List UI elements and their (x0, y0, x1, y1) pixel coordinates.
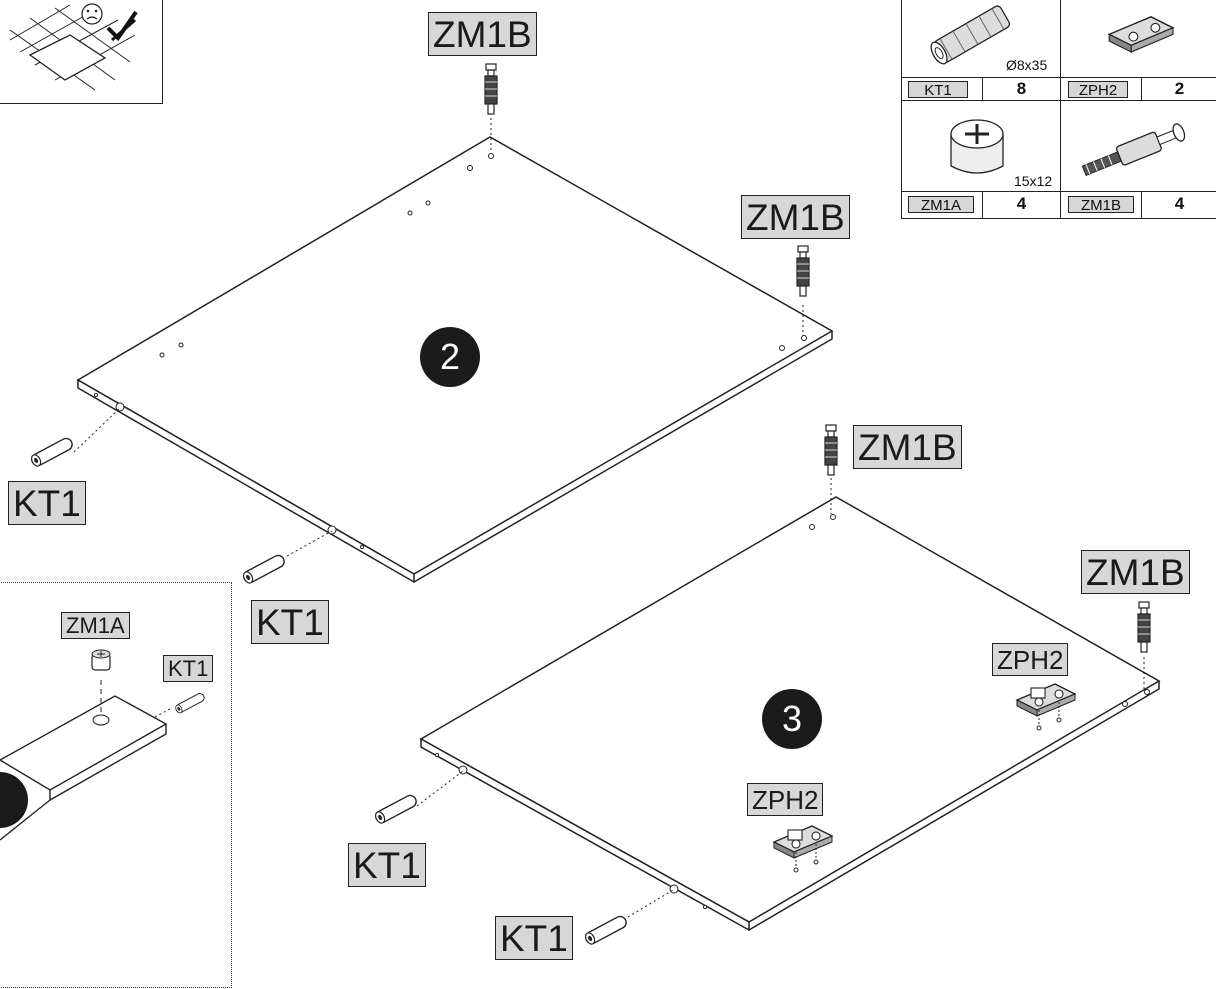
inset-label-kt1: KT1 (163, 655, 214, 682)
dowel-icon (29, 435, 75, 469)
part-code-kt1: KT1 (908, 81, 968, 99)
label-zph2-a: ZPH2 (992, 643, 1069, 676)
part-qty-zph2: 2 (1174, 79, 1185, 98)
label-kt1-a-bottom: KT1 (251, 600, 329, 644)
part-qty-kt1: 8 (1016, 79, 1027, 98)
parts-icons (930, 5, 1186, 177)
warning-box (0, 0, 163, 104)
table-divider (1060, 0, 1061, 218)
part-qty-zm1a: 4 (1016, 194, 1027, 213)
inset-detail-box (0, 582, 232, 988)
hinge-plate-icon (1107, 16, 1175, 53)
dowel-icon (373, 792, 419, 826)
guide-lines (73, 118, 1145, 918)
inset-detail-drawing (0, 649, 207, 841)
part-qty-zm1b: 4 (1174, 194, 1185, 213)
cam-bolt-icon (1081, 123, 1186, 177)
step-number-2: 2 (420, 327, 480, 387)
table-divider (902, 77, 1216, 78)
do-not-scratch-surface-icon (9, 3, 138, 91)
dowel-icon (241, 552, 287, 586)
cam-lock-dimension: 15x12 (1014, 173, 1053, 189)
label-zm1b-right-b: ZM1B (1081, 550, 1190, 594)
table-divider (982, 77, 983, 100)
label-zm1b-right-a: ZM1B (741, 195, 850, 239)
table-divider (1141, 191, 1142, 218)
label-kt1-b-bottom: KT1 (495, 916, 573, 960)
label-zph2-b: ZPH2 (747, 783, 824, 816)
step-number-3: 3 (762, 689, 822, 749)
label-kt1-a-left: KT1 (8, 481, 86, 525)
table-divider (902, 100, 1216, 101)
dowel-dimension: Ø8x35 (1006, 57, 1048, 73)
wooden-dowel-icon (930, 5, 1011, 65)
cam-lock-icon (950, 119, 1004, 174)
part-code-zm1b: ZM1B (1068, 196, 1134, 214)
label-zm1b-top: ZM1B (428, 12, 537, 56)
table-divider (1141, 77, 1142, 100)
table-divider (902, 191, 1216, 192)
parts-table: Ø8x35 15x12 KT1 8 ZPH2 2 ZM1A 4 ZM1B 4 (901, 0, 1216, 219)
label-kt1-b-left: KT1 (348, 843, 426, 887)
table-divider (982, 191, 983, 218)
cam-bolt-icon (484, 63, 498, 115)
cam-bolt-icon (796, 245, 810, 297)
inset-label-zm1a: ZM1A (61, 612, 130, 639)
dowel-icon (583, 913, 629, 947)
part-code-zm1a: ZM1A (908, 196, 974, 214)
part-code-zph2: ZPH2 (1068, 81, 1128, 99)
label-zm1b-mid: ZM1B (853, 425, 962, 469)
cam-bolt-icon (1137, 601, 1151, 653)
cam-bolt-icon (824, 424, 838, 476)
